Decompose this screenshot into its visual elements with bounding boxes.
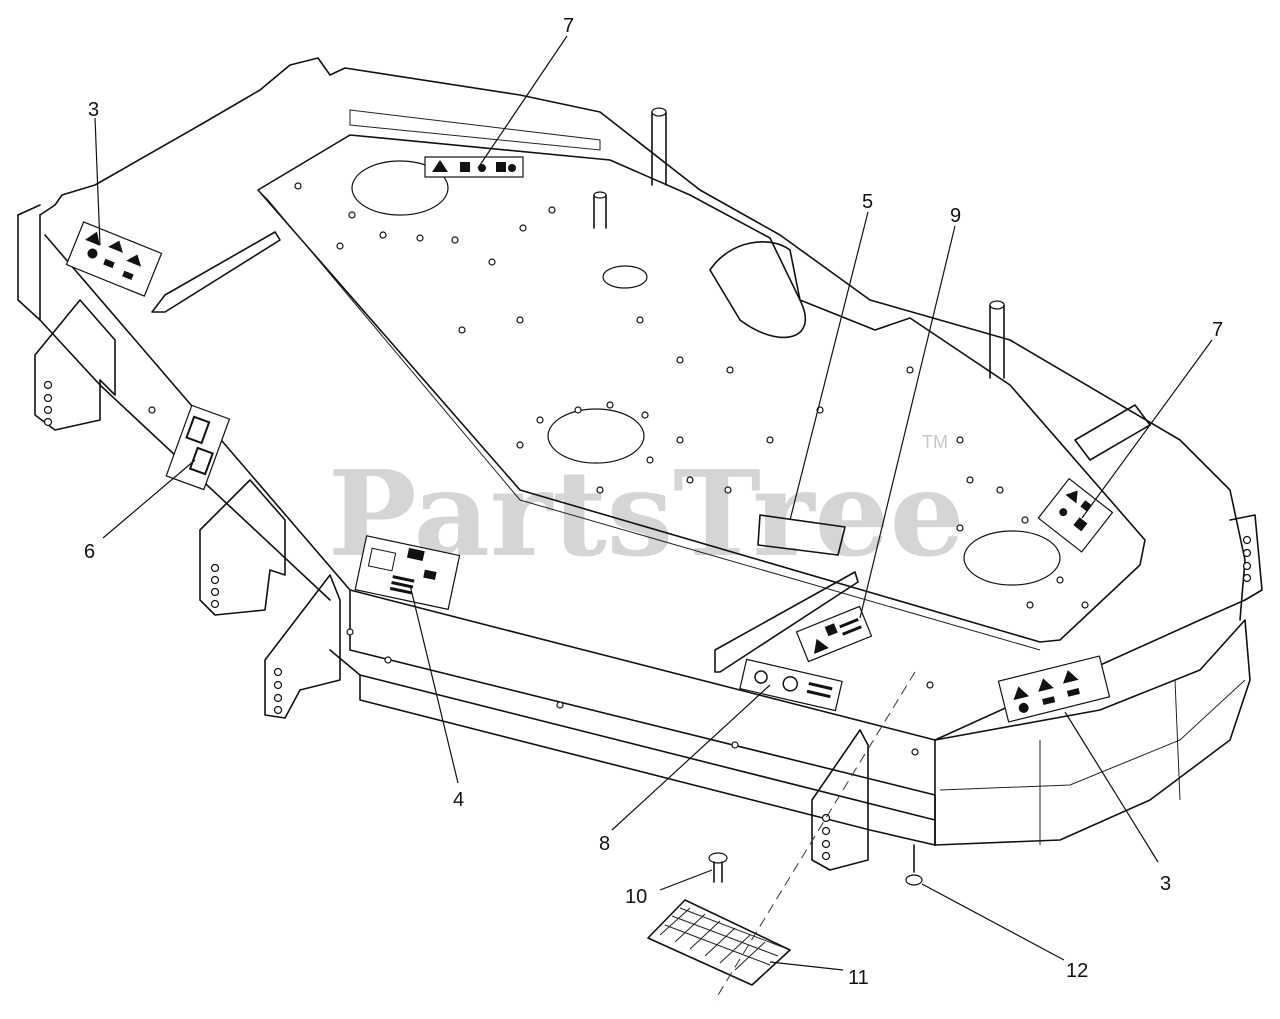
decal-6 <box>165 404 231 491</box>
leader-lines <box>94 35 1213 971</box>
part-12-nut <box>905 844 923 886</box>
decal-3-right <box>997 655 1111 723</box>
decal-3-left <box>65 221 163 297</box>
callout-10: 10 <box>625 886 647 908</box>
anti-scalp-brackets <box>34 299 1252 871</box>
spindle-plate <box>148 107 1146 756</box>
callout-7-top: 7 <box>563 15 574 37</box>
callout-5: 5 <box>862 191 873 213</box>
decal-9 <box>795 605 873 663</box>
watermark-trademark: TM <box>922 432 948 452</box>
decal-7-right <box>1037 477 1114 553</box>
callout-8: 8 <box>599 833 610 855</box>
part-10-bolt <box>708 852 728 883</box>
callout-12: 12 <box>1066 960 1088 982</box>
callout-11: 11 <box>848 967 869 989</box>
part-11-step-pad <box>647 899 791 986</box>
callout-4: 4 <box>453 789 464 811</box>
decal-8 <box>739 658 843 712</box>
callout-3-left: 3 <box>88 99 99 121</box>
callouts: 3 7 5 9 7 6 4 8 3 10 11 12 <box>84 15 1223 989</box>
callout-3-right: 3 <box>1160 873 1171 895</box>
callout-6: 6 <box>84 541 95 563</box>
decal-4 <box>354 535 461 611</box>
assembly-line <box>714 671 916 1001</box>
callout-7-right: 7 <box>1212 319 1223 341</box>
decal-7-top <box>424 156 524 178</box>
callout-9: 9 <box>950 205 961 227</box>
